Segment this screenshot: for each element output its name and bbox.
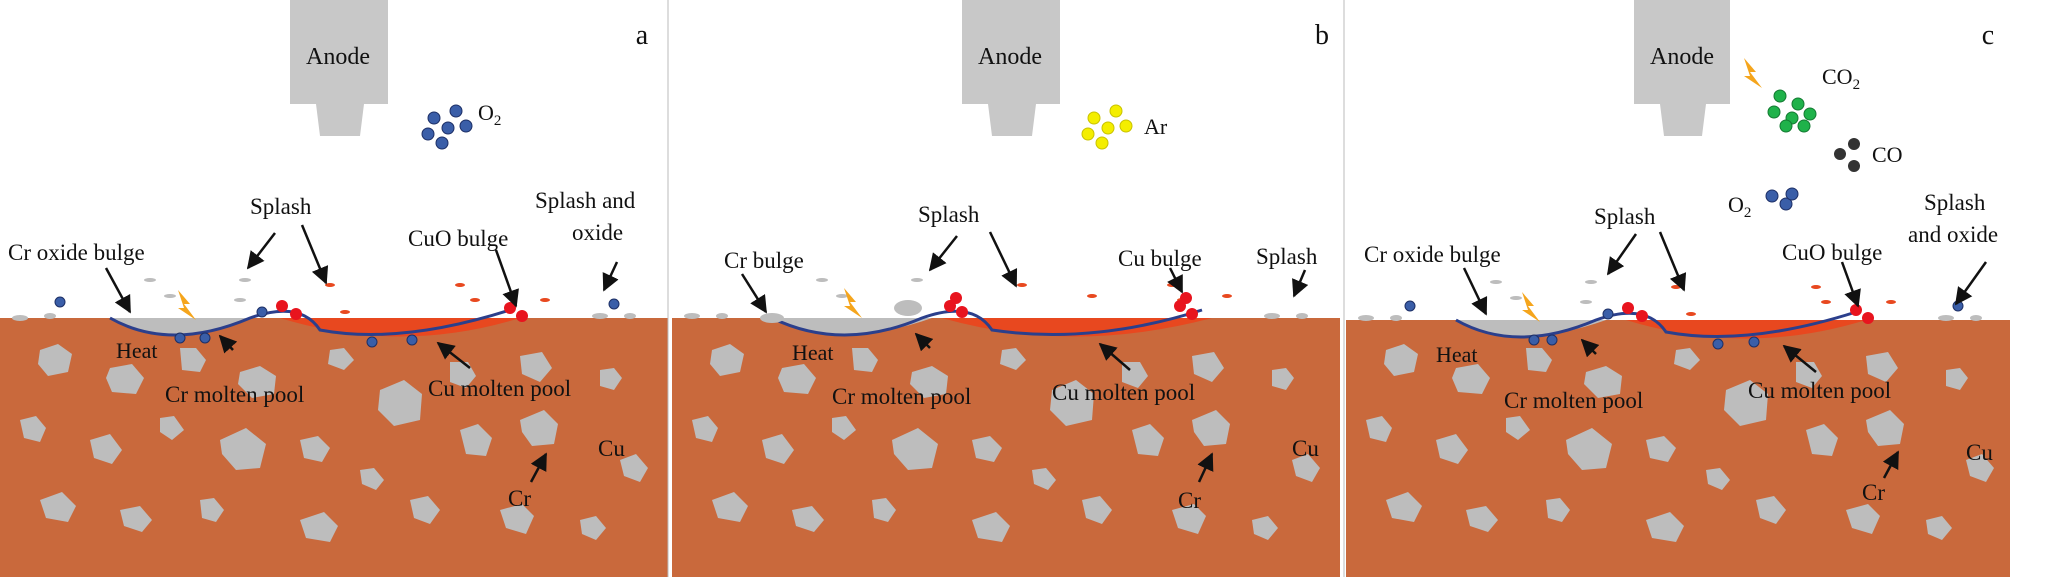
oxide-dots [54,296,620,348]
panel-c: Anode c CO2 CO O2 Cr oxide bulge Splash … [1346,0,2010,577]
panel-letter: b [1315,20,1329,51]
edge-label-line2: and oxide [1908,222,1998,247]
cu-pool-label: Cu molten pool [428,376,571,401]
cu-label: Cu [598,436,625,461]
anode-label: Anode [978,44,1042,70]
oxide-dots [1404,300,1964,350]
heat-label: Heat [1436,342,1478,367]
splash-dots [684,278,1308,323]
cr-pool-label: Cr molten pool [165,382,304,407]
gas-label: Ar [1144,114,1168,139]
right-bulge-label: CuO bulge [1782,240,1882,265]
gas-label: O2 [478,100,501,129]
splash-label: Splash [1594,204,1656,229]
left-bulge-label: Cr oxide bulge [1364,242,1501,267]
splash-label: Splash [918,202,980,227]
splash-dots [12,278,636,321]
gas-molecules-co [1834,138,1860,172]
gas-label-o2: O2 [1728,192,1751,221]
cr-label: Cr [508,486,531,511]
bulge-red [944,292,1198,320]
lightning-icon [1522,292,1540,322]
splash-red [1671,285,1896,316]
panel-letter: c [1982,20,1994,51]
anode-label: Anode [1650,44,1714,70]
labels: Anode a O2 Cr oxide bulge Splash CuO bul… [8,20,649,511]
right-bulge-label: Cu bulge [1118,246,1202,271]
gas-label: CO2 [1822,64,1860,93]
edge-label-line1: Splash [1924,190,1986,215]
heat-label: Heat [116,338,158,363]
cr-label: Cr [1862,480,1885,505]
edge-label-line2: oxide [572,220,623,245]
pool-line [771,308,1203,337]
cr-pool-label: Cr molten pool [832,384,971,409]
cu-pool-label: Cu molten pool [1052,380,1195,405]
left-bulge-label: Cr oxide bulge [8,240,145,265]
edge-label-line1: Splash [1256,244,1318,269]
gas-molecules-o2 [1765,187,1799,211]
right-bulge-label: CuO bulge [408,226,508,251]
splash-red [1017,283,1232,302]
arrows [104,224,619,483]
cr-particles [1366,344,1994,542]
lightning-icon-gas [1744,58,1762,88]
lightning-icon [178,290,196,320]
edge-label-line1: Splash and [535,188,636,213]
gas-molecules [1081,104,1133,150]
lightning-icon [844,288,862,318]
cr-label: Cr [1178,488,1201,513]
labels: Anode c CO2 CO O2 Cr oxide bulge Splash … [1364,20,1998,505]
gas-label-co: CO [1872,142,1903,167]
splash-red [325,283,550,314]
heat-label: Heat [792,340,834,365]
gas-molecules [421,104,473,150]
anode [1634,0,1730,136]
cr-pool [1456,320,1606,336]
panel-letter: a [636,20,649,51]
panel-b: Anode b Ar Cr bulge Splash Cu bulge Spla… [672,0,1340,577]
anode-label: Anode [306,44,370,70]
cr-particles [692,344,1320,542]
splash-label: Splash [250,194,312,219]
arrows [740,231,1309,483]
cu-label: Cu [1292,436,1319,461]
cu-pool-label: Cu molten pool [1748,378,1891,403]
cr-pool [110,318,250,334]
cu-label: Cu [1966,440,1993,465]
cr-pool [772,318,932,334]
anode [290,0,388,136]
cr-pool-label: Cr molten pool [1504,388,1643,413]
left-bulge-label: Cr bulge [724,248,804,273]
arrows [1462,231,1988,479]
gas-molecules-co2 [1767,89,1817,133]
panel-a: Anode a O2 Cr oxide bulge Splash CuO bul… [0,0,668,577]
labels: Anode b Ar Cr bulge Splash Cu bulge Spla… [724,20,1329,513]
anode [962,0,1060,136]
splash-dots [1358,280,1982,321]
